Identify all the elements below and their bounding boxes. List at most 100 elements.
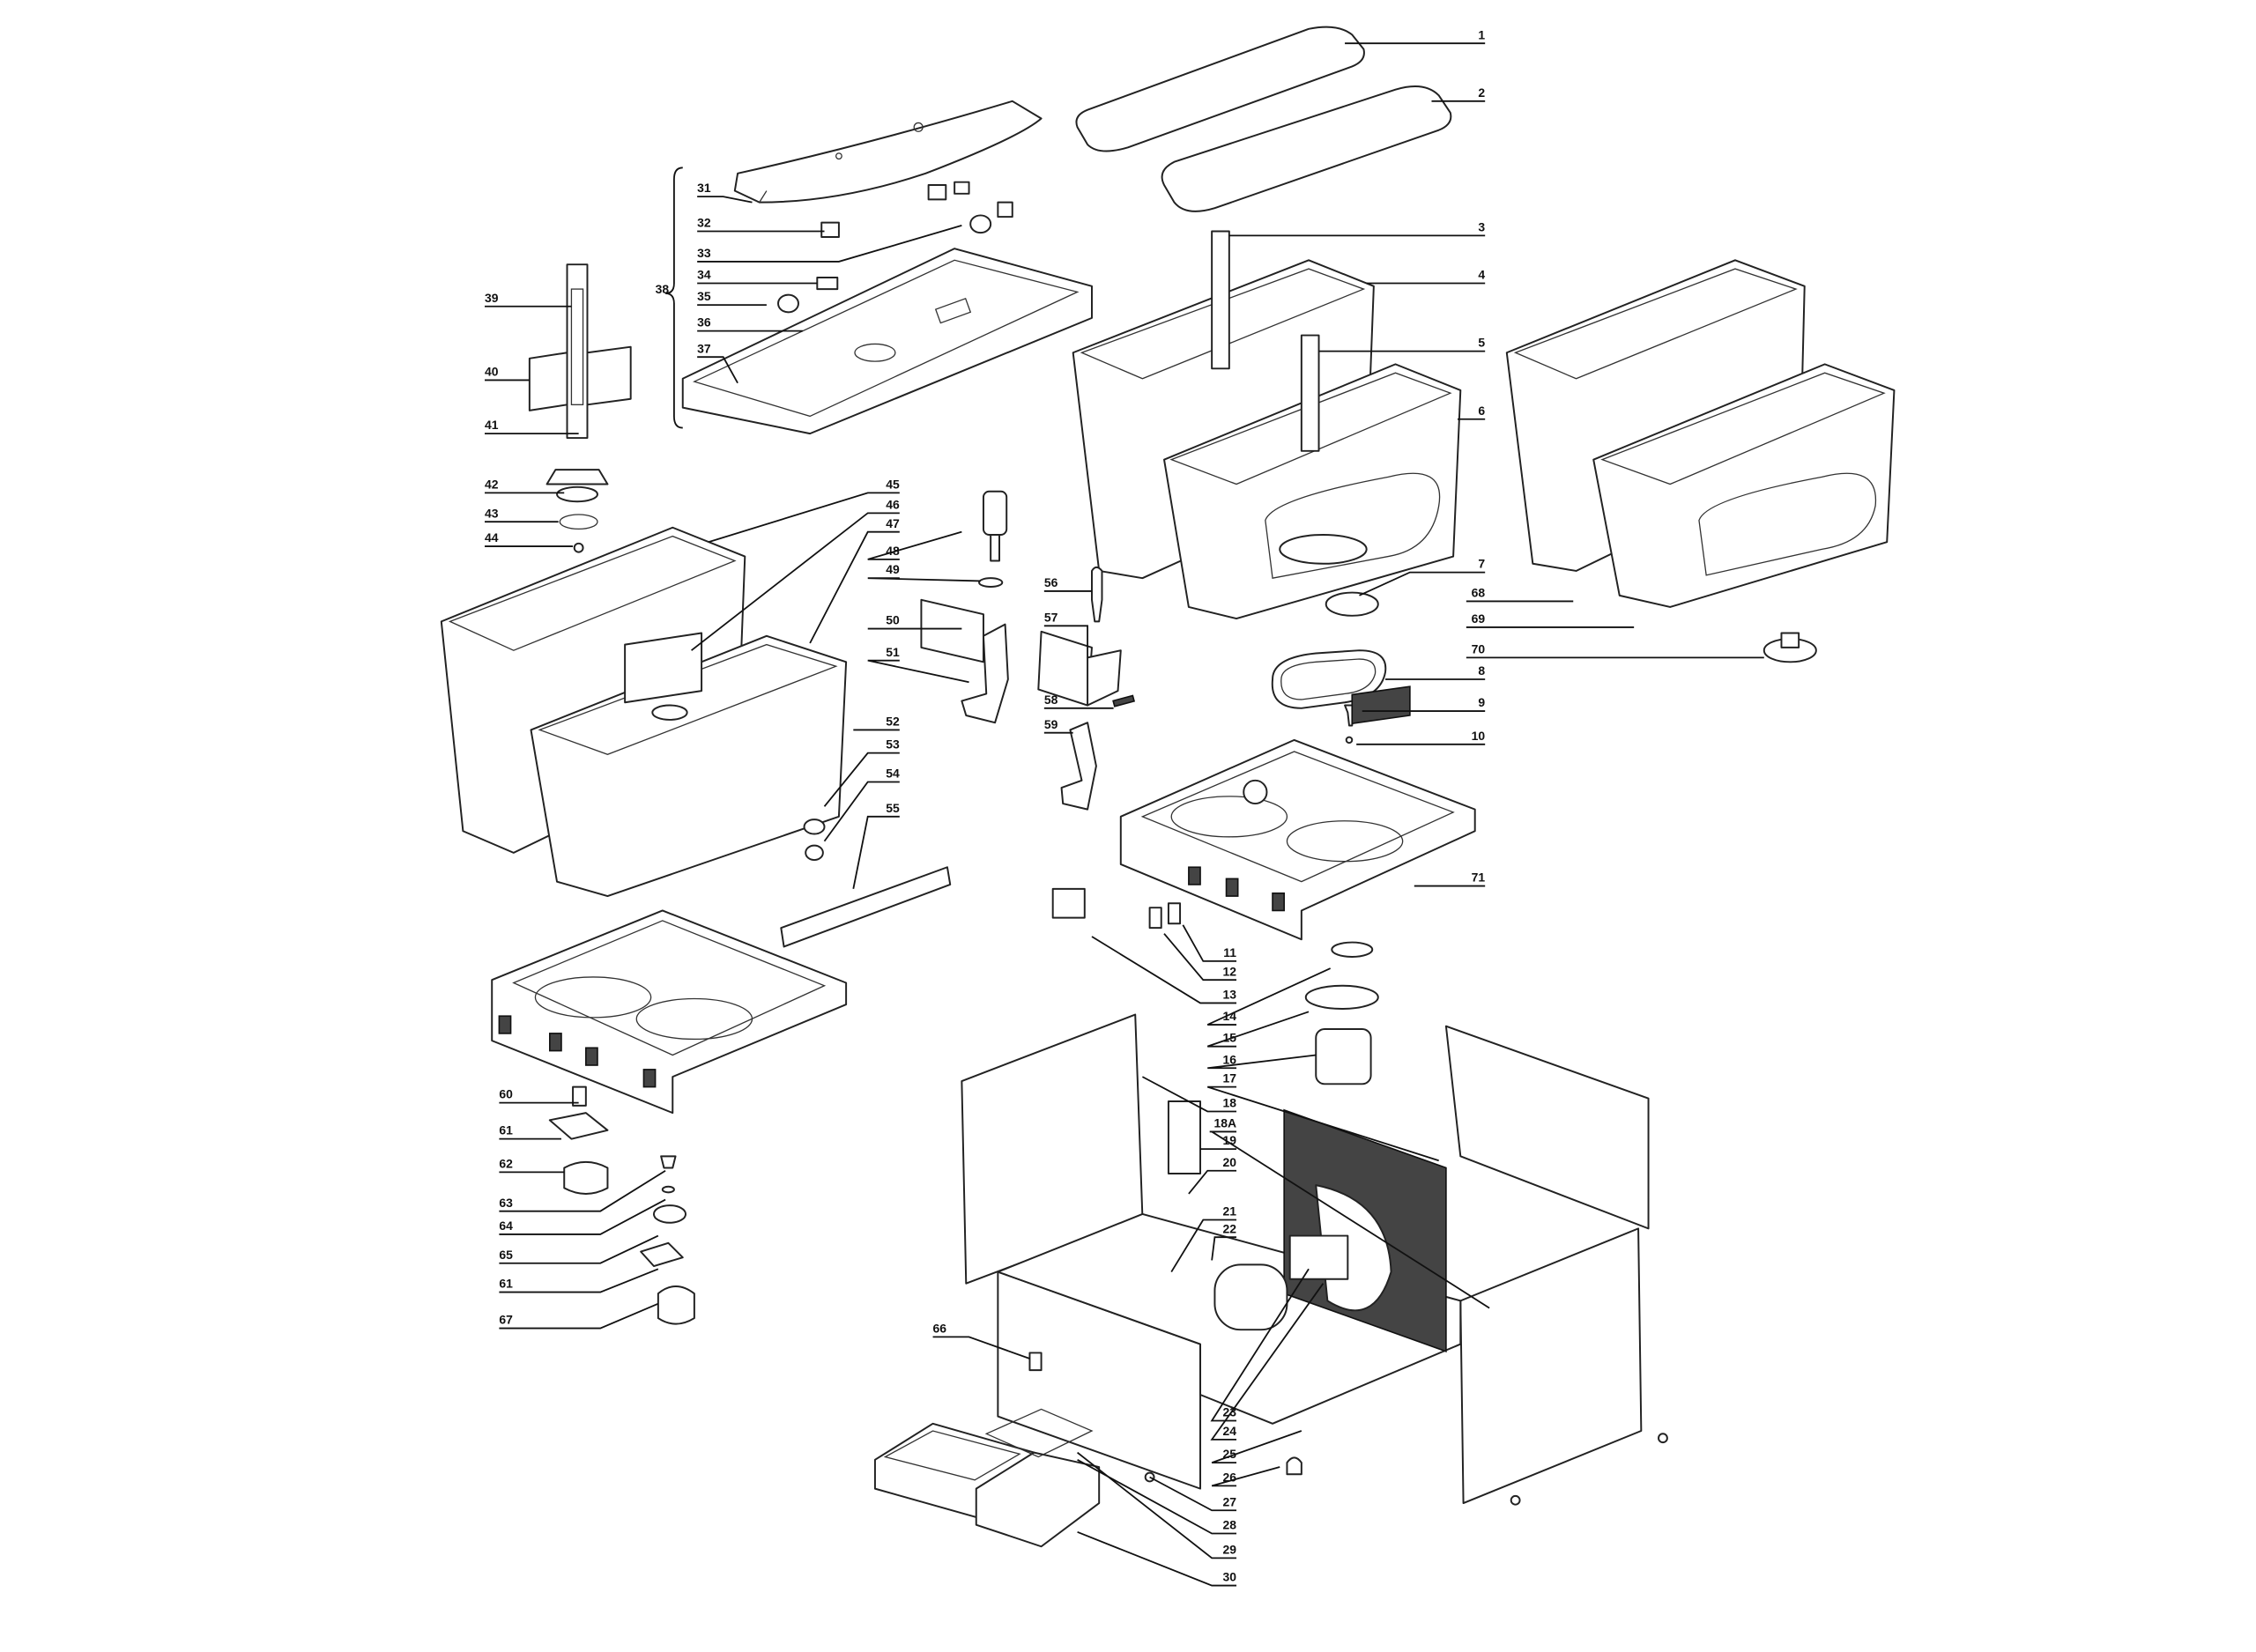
leader-line	[499, 1302, 659, 1330]
callout-number: 65	[499, 1248, 513, 1262]
leader-line	[1188, 1169, 1237, 1195]
leader-line	[1206, 1085, 1439, 1162]
callout-number: 20	[1223, 1155, 1237, 1169]
auger-blade-46	[624, 632, 703, 704]
leader-line	[1211, 1466, 1280, 1487]
leader-line	[867, 577, 981, 582]
callout-33: 33	[697, 225, 962, 263]
callout-number: 51	[886, 645, 900, 659]
leader-line	[1211, 1430, 1302, 1464]
callout-number: 67	[499, 1313, 513, 1327]
compressor	[1213, 1263, 1288, 1331]
callout-44: 44	[485, 530, 574, 547]
callout-60: 60	[499, 1087, 579, 1104]
motor-16	[1315, 1027, 1372, 1085]
callout-62: 62	[499, 1156, 565, 1174]
plate-61b	[640, 1241, 684, 1267]
leader-line	[867, 659, 969, 684]
leader-line	[1077, 1459, 1237, 1535]
leader-line	[1170, 1219, 1237, 1273]
washer-64	[661, 1185, 675, 1194]
callout-number: 60	[499, 1087, 513, 1101]
callout-4: 4	[1366, 268, 1485, 285]
callout-number: 57	[1044, 610, 1058, 624]
clip-32	[820, 221, 840, 239]
callout-51: 51	[867, 645, 969, 684]
leader-line	[1206, 1011, 1310, 1048]
motor-67	[657, 1285, 695, 1325]
callout-61: 61	[499, 1123, 561, 1140]
callout-61: 61	[499, 1268, 659, 1293]
leader-line	[1163, 933, 1237, 982]
tube-3	[1211, 230, 1230, 370]
callout-34: 34	[697, 268, 818, 285]
callout-67: 67	[499, 1302, 659, 1330]
callout-number: 37	[697, 341, 711, 355]
cover-31	[733, 100, 1043, 204]
callout-31: 31	[697, 181, 753, 204]
side-panel-right	[1444, 1025, 1650, 1230]
callout-number: 61	[499, 1277, 513, 1291]
callout-48: 48	[867, 530, 962, 560]
callout-12: 12	[1163, 933, 1237, 982]
callout-number: 45	[886, 477, 900, 491]
tank-47	[530, 634, 848, 898]
callout-number: 61	[499, 1123, 513, 1137]
callout-19: 19	[1200, 1133, 1236, 1151]
callout-number: 4	[1478, 268, 1485, 282]
callout-14: 14	[1206, 967, 1332, 1026]
callout-71: 71	[1414, 870, 1485, 887]
washer-49	[978, 577, 1004, 588]
callout-70: 70	[1466, 641, 1764, 659]
callout-28: 28	[1077, 1459, 1237, 1535]
callout-number: 56	[1044, 575, 1058, 589]
callout-42: 42	[485, 477, 565, 494]
leader-line	[1091, 936, 1237, 1004]
drive-hub-41	[545, 469, 609, 485]
gasket-14	[1331, 941, 1374, 958]
callout-65: 65	[499, 1234, 659, 1264]
plate-15	[1304, 984, 1379, 1010]
connector-33	[969, 214, 992, 234]
callout-number: 68	[1472, 585, 1486, 599]
plate-61	[548, 1112, 609, 1140]
callout-number: 11	[1223, 945, 1236, 959]
callout-22: 22	[1211, 1221, 1236, 1261]
strip-55	[780, 866, 952, 948]
callout-39: 39	[485, 291, 572, 307]
leader-line	[1359, 571, 1486, 596]
callout-27: 27	[1149, 1476, 1236, 1512]
foot-26	[1286, 1456, 1302, 1476]
leader-line	[1210, 1268, 1310, 1422]
switch-12	[1148, 907, 1162, 930]
callout-number: 39	[485, 291, 499, 305]
callout-number: 44	[485, 530, 499, 544]
bracket-34	[816, 276, 839, 291]
callout-number: 41	[485, 418, 499, 432]
leader-line	[823, 781, 900, 842]
switch-11	[1167, 902, 1182, 925]
callout-number: 21	[1223, 1204, 1237, 1219]
callout-49: 49	[867, 562, 981, 582]
leader-line	[499, 1268, 659, 1293]
callout-56: 56	[1044, 575, 1092, 592]
callout-13: 13	[1091, 936, 1237, 1004]
callout-64: 64	[499, 1198, 666, 1235]
tube-5	[1300, 334, 1320, 452]
callout-number: 47	[886, 516, 900, 530]
drip-tray-30	[975, 1451, 1101, 1548]
leader-line	[932, 1336, 1030, 1359]
leader-line	[499, 1234, 659, 1264]
callout-number: 55	[886, 801, 900, 815]
callout-9: 9	[1362, 695, 1485, 712]
callout-29: 29	[1077, 1451, 1237, 1559]
auger-shaft-39	[566, 263, 589, 440]
callout-number: 17	[1223, 1071, 1237, 1085]
callout-number: 2	[1478, 85, 1485, 100]
leader-line	[1043, 625, 1088, 658]
callout-number: 29	[1223, 1542, 1237, 1556]
callout-number: 66	[933, 1321, 947, 1335]
callout-number: 53	[886, 737, 900, 752]
controller-71	[1351, 685, 1411, 725]
callout-21: 21	[1170, 1204, 1237, 1273]
